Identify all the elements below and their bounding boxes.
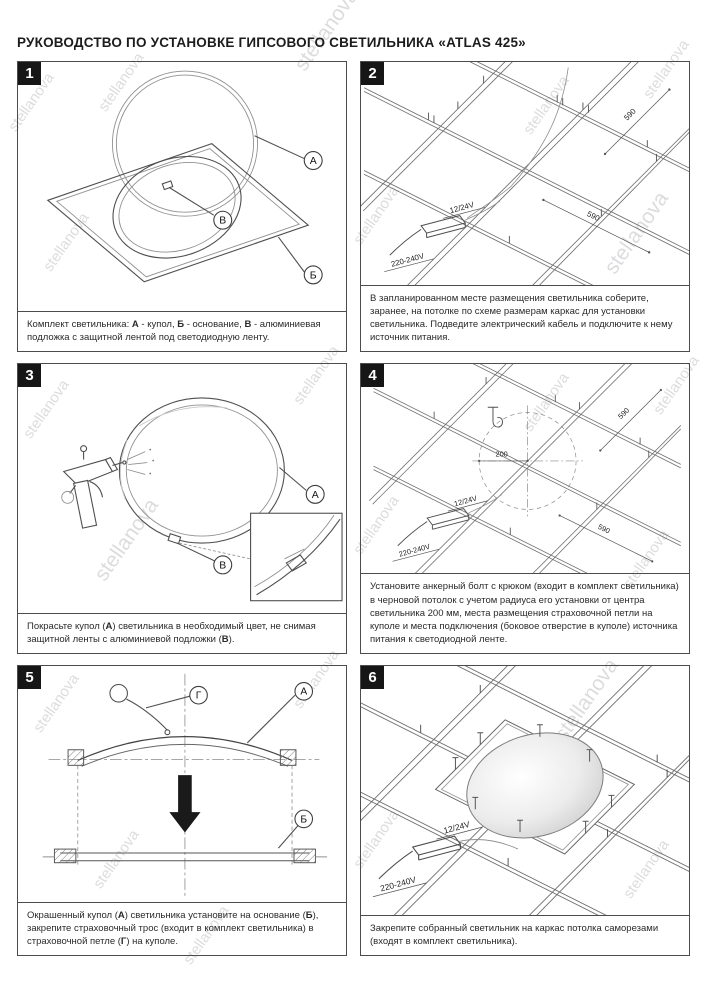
panel-4: 4 200 — [360, 363, 690, 654]
base-section — [42, 848, 328, 864]
dimension-200: 200 — [478, 450, 529, 463]
label-b: Б — [277, 236, 323, 285]
kit-overview-drawing: А В Б — [46, 70, 323, 285]
panel-2-illustration: 590 590 12/24V 2 — [361, 62, 689, 285]
label-g: Г — [145, 685, 208, 709]
label-b: Б — [278, 809, 314, 849]
power-supply: 12/24V 220-240V — [384, 200, 501, 273]
label-a-text: А — [300, 687, 307, 698]
dimension-590-middle: 590 — [542, 198, 651, 254]
label-a: А — [246, 682, 314, 744]
panel-2-caption: В запланированном месте размещения свети… — [361, 284, 689, 351]
mounted-fixture-drawing: 12/24V 220-240V — [361, 666, 689, 915]
panel-4-number: 4 — [361, 364, 384, 387]
label-v-text: В — [219, 560, 226, 571]
panel-3-caption: Покрасьте купол (А) светильника в необхо… — [18, 612, 346, 653]
psu-voltage-text: 12/24V — [453, 494, 478, 509]
label-a: А — [279, 467, 325, 504]
down-arrow — [169, 775, 201, 833]
panel-6-number: 6 — [361, 666, 384, 689]
panel-3-number: 3 — [18, 364, 41, 387]
psu-voltage-text: 12/24V — [442, 819, 471, 836]
label-v-text: В — [219, 216, 226, 227]
spray-gun — [61, 445, 127, 529]
anchor-layout-drawing: 200 590 590 — [368, 364, 682, 574]
label-v: В — [168, 186, 233, 230]
screws — [452, 724, 615, 834]
page-title: РУКОВОДСТВО ПО УСТАНОВКЕ ГИПСОВОГО СВЕТИ… — [17, 35, 526, 50]
anchor-hook — [487, 406, 503, 428]
label-a-text: А — [312, 490, 319, 501]
panel-6: 6 — [360, 665, 690, 956]
label-a-text: А — [310, 156, 317, 167]
panel-1-caption: Комплект светильника: А - купол, Б - осн… — [18, 310, 346, 351]
dimension-590-middle-text: 590 — [585, 209, 601, 223]
assembly-section-drawing: Г А — [42, 673, 328, 896]
panel-3: 3 — [17, 363, 347, 654]
panel-4-illustration: 200 590 590 — [361, 364, 689, 574]
ceiling-frame-drawing: 590 590 12/24V 2 — [361, 62, 689, 285]
label-g-text: Г — [196, 691, 202, 702]
panel-6-illustration: 12/24V 220-240V — [361, 666, 689, 915]
panel-5-number: 5 — [18, 666, 41, 689]
panel-5: 5 — [17, 665, 347, 956]
panel-5-illustration: Г А — [18, 666, 346, 902]
dimension-590-top: 590 — [599, 388, 663, 452]
spray-fan — [127, 448, 155, 475]
dimension-590-top-text: 590 — [622, 106, 638, 122]
panel-1: 1 А — [17, 61, 347, 352]
label-v: В — [176, 542, 233, 575]
detail-inset — [250, 512, 343, 602]
dimension-590-bottom-text: 590 — [597, 522, 612, 536]
dimension-590-top: 590 — [603, 88, 671, 156]
panel-1-illustration: А В Б — [18, 62, 346, 311]
panel-1-number: 1 — [18, 62, 41, 85]
panels-grid: 1 А — [17, 61, 690, 956]
dimension-200-text: 200 — [495, 450, 507, 459]
painting-drawing: А В — [61, 397, 343, 602]
label-b-text: Б — [310, 270, 317, 281]
label-a: А — [254, 135, 323, 171]
panel-4-caption: Установите анкерный болт с крюком (входи… — [361, 573, 689, 653]
panel-2: 2 590 590 — [360, 61, 690, 352]
panel-3-illustration: А В — [18, 364, 346, 613]
mains-voltage-text: 220-240V — [398, 542, 431, 559]
label-b-text: Б — [300, 814, 307, 825]
panel-5-caption: Окрашенный купол (А) светильника установ… — [18, 901, 346, 955]
psu-voltage-text: 12/24V — [449, 200, 476, 215]
dimension-590-top-text: 590 — [616, 406, 631, 421]
mains-voltage-text: 220-240V — [390, 251, 426, 269]
panel-6-caption: Закрепите собранный светильник на каркас… — [361, 914, 689, 955]
panel-2-number: 2 — [361, 62, 384, 85]
safety-cable — [109, 683, 171, 736]
